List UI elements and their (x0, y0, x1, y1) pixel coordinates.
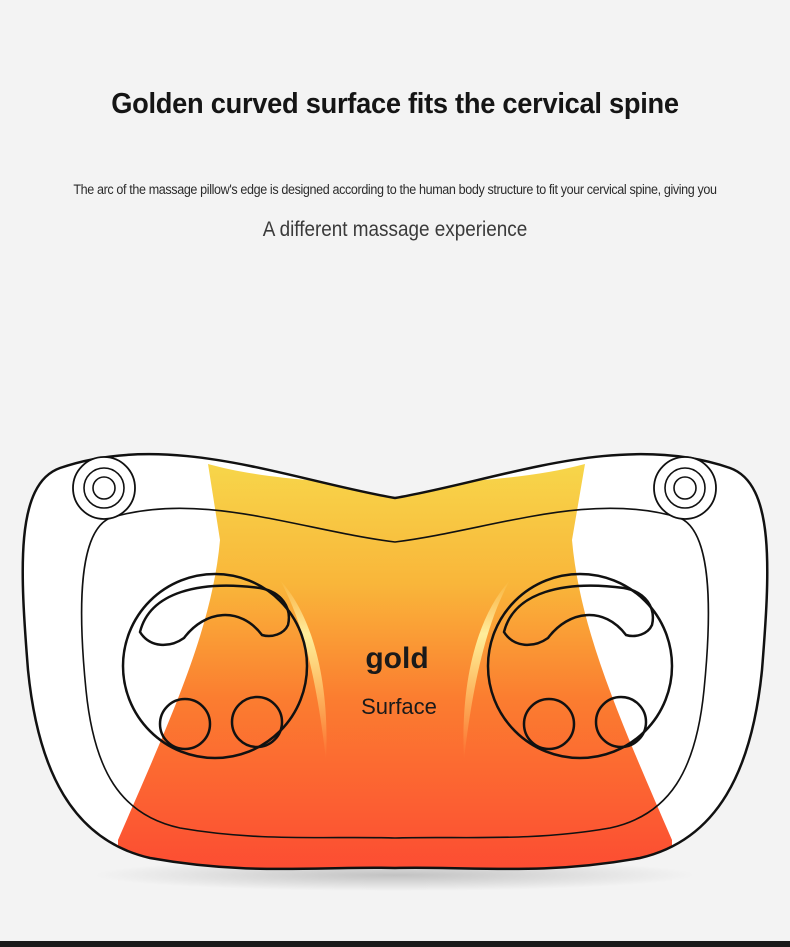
surface-label-surface: Surface (361, 694, 437, 719)
corner-button-right (653, 456, 717, 520)
massage-head-right (486, 572, 674, 760)
description-text: The arc of the massage pillow's edge is … (73, 182, 717, 197)
subtitle-text: A different massage experience (262, 218, 528, 241)
glow-streak-left (280, 580, 327, 760)
pillow-seam (80, 507, 710, 839)
heated-surface (118, 464, 672, 869)
pillow-illustration: gold Surface (21, 452, 769, 891)
corner-button-left (72, 456, 136, 520)
headline: Golden curved surface fits the cervical … (111, 88, 679, 120)
surface-label-gold: gold (365, 642, 428, 675)
bottom-edge-bar (0, 941, 790, 947)
massage-head-left (121, 572, 309, 760)
pillow-outline (21, 452, 769, 871)
glow-streak-right (463, 580, 510, 760)
